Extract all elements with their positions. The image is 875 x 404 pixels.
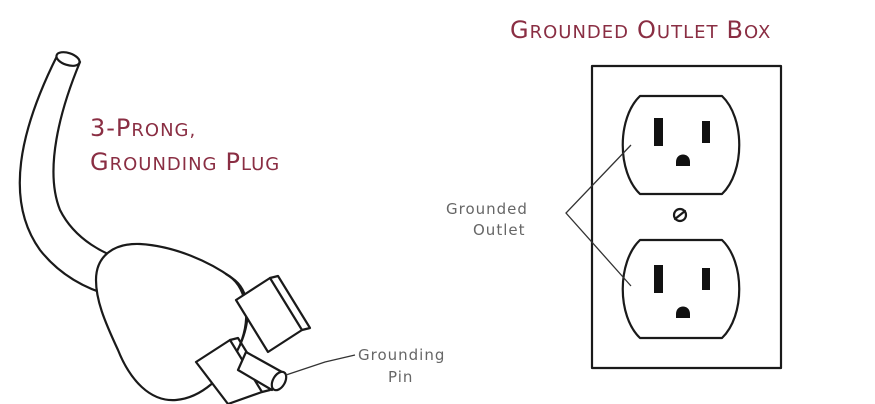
grounded-outlet-label-line2: Outlet — [473, 221, 525, 239]
grounding-pin-label-line1: Grounding — [358, 346, 445, 364]
upper-receptacle — [621, 94, 741, 196]
grounded-outlet-label-line1: Grounded — [446, 200, 528, 218]
lower-receptacle-neutral-slot — [654, 265, 663, 293]
upper-receptacle-neutral-slot — [654, 118, 663, 146]
center-screw-icon — [672, 207, 688, 223]
grounding-pin — [236, 350, 288, 392]
lower-receptacle — [621, 238, 741, 340]
lower-receptacle-ground-hole — [676, 306, 690, 318]
grounded-outlet-leader — [565, 144, 632, 287]
lower-receptacle-hot-slot — [702, 268, 710, 290]
upper-prong — [234, 274, 312, 354]
cord-cut-end — [55, 51, 81, 67]
outlet-box-illustration — [590, 64, 783, 370]
grounding-pin-label-line2: Pin — [388, 368, 413, 386]
plug-title-line1: 3-PRONG, — [90, 114, 196, 142]
upper-receptacle-ground-hole — [676, 154, 690, 166]
upper-receptacle-hot-slot — [702, 121, 710, 143]
grounding-plug-illustration — [18, 51, 312, 404]
grounding-pin-leader — [285, 354, 356, 376]
